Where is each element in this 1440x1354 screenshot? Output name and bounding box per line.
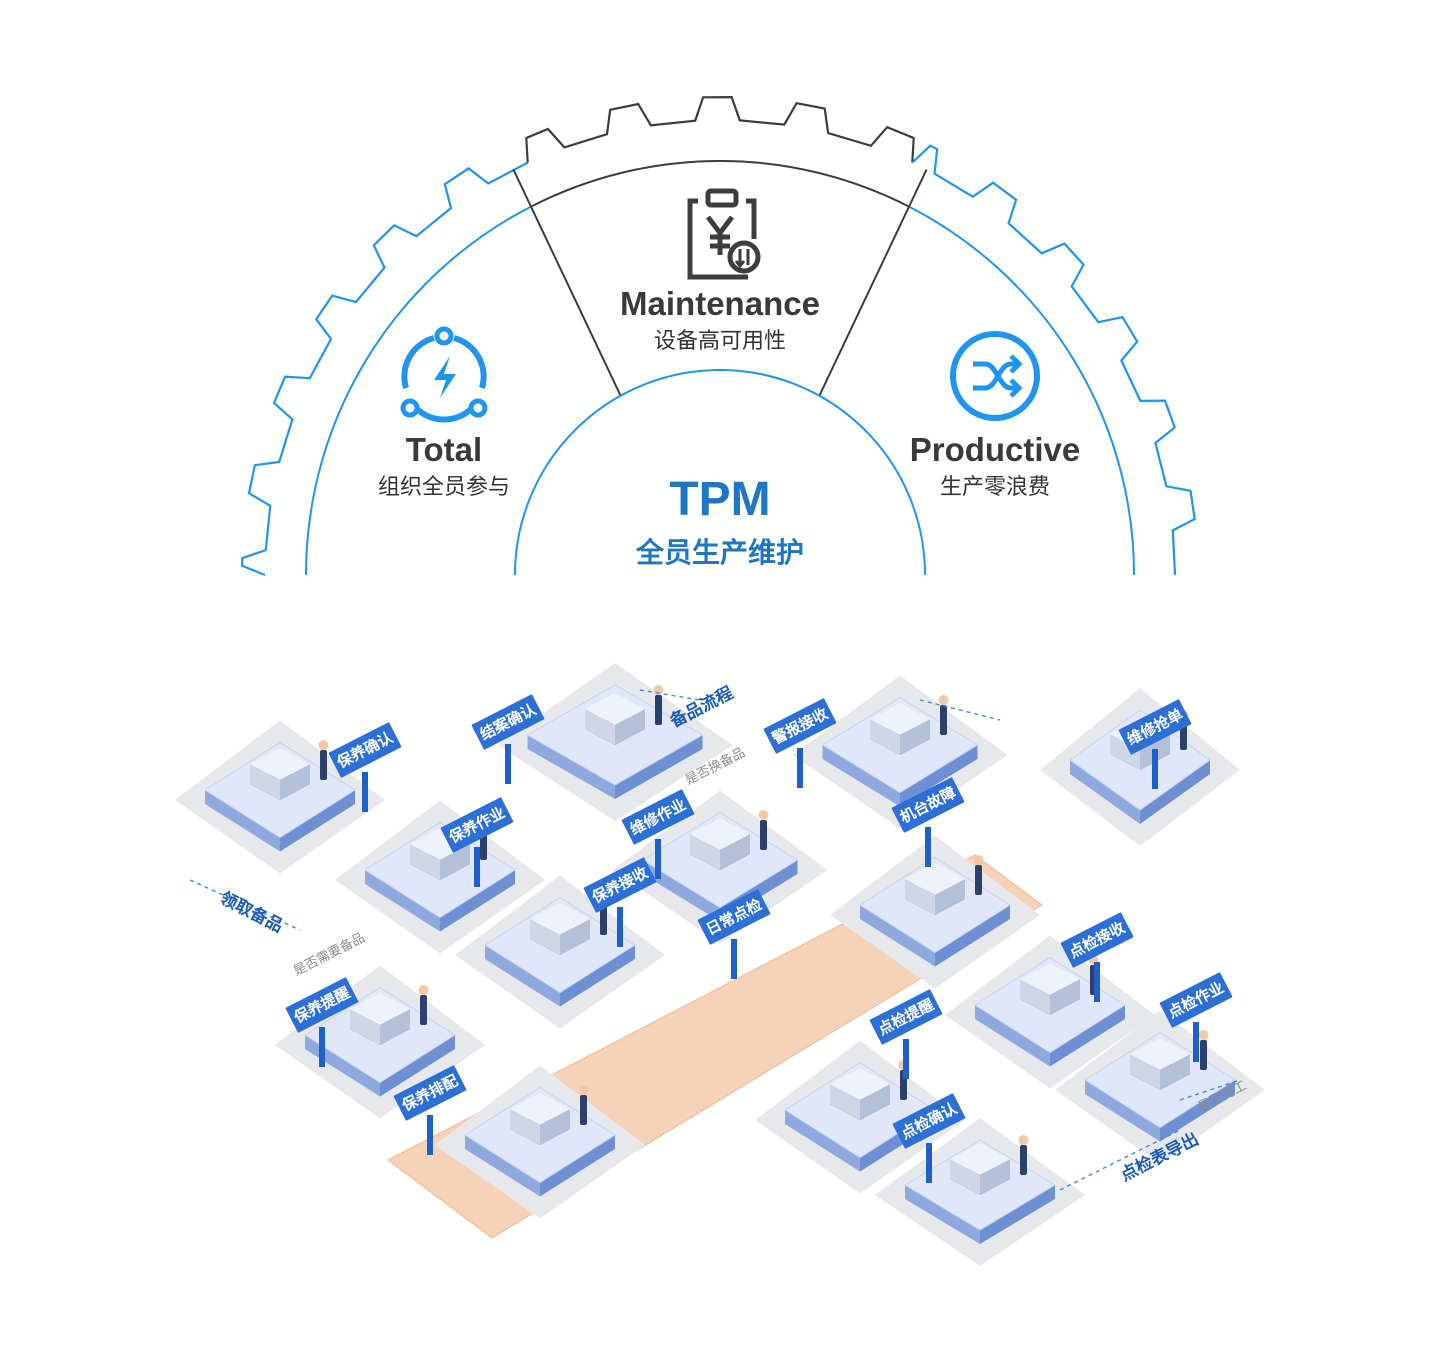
productive-subtitle: 生产零浪费 — [940, 474, 1050, 499]
gear-outline-grey-top — [525, 95, 915, 163]
workstation-platform — [435, 1065, 645, 1219]
workstation-platform — [945, 935, 1155, 1089]
flow-connector — [1059, 1129, 1181, 1191]
shuffle-icon — [950, 331, 1040, 421]
factory-illustration: 保养确认结案确认警报接收维修抢单保养作业维修作业机台故障保养接收日常点检点检接收… — [175, 663, 1265, 1266]
yuan-clipboard-icon — [687, 188, 761, 280]
flow-connector — [639, 689, 701, 701]
tpm-subtitle: 全员生产维护 — [635, 536, 804, 568]
workstation-platform — [455, 875, 665, 1029]
inner-ring-top — [531, 159, 909, 207]
flow-connector — [919, 699, 1001, 721]
workstation-platform — [175, 720, 385, 874]
gear-diagram: Maintenance 设备高可用性 Total 组织全员参与 Producti… — [240, 95, 1196, 577]
maintenance-title: Maintenance — [620, 285, 820, 322]
flow-connector — [1179, 1079, 1241, 1101]
station-sign: 警报接收 — [763, 698, 837, 788]
workstation-platform — [875, 1118, 1085, 1266]
gear-outline-blue-left — [240, 161, 529, 577]
maintenance-subtitle: 设备高可用性 — [654, 328, 786, 353]
total-subtitle: 组织全员参与 — [378, 474, 510, 499]
inner-ring-right — [907, 205, 1135, 576]
sector-divider-right — [818, 169, 928, 397]
total-title: Total — [406, 431, 482, 468]
gear-outline-blue-right — [911, 144, 1196, 576]
workstation-platforms — [175, 663, 1265, 1266]
flow-connectors — [189, 689, 1241, 1191]
station-sign: 维修作业 — [621, 789, 695, 879]
svg-text:是否需要备品: 是否需要备品 — [291, 930, 367, 979]
center-hub-arc — [514, 369, 926, 576]
svg-text:领取备品: 领取备品 — [217, 887, 287, 936]
inner-ring-left — [305, 205, 533, 576]
productive-title: Productive — [910, 431, 1081, 468]
workstation-platform — [497, 663, 733, 821]
tpm-title: TPM — [669, 473, 770, 526]
workstation-platform — [612, 790, 828, 944]
workstation-platform — [335, 800, 545, 954]
workstation-platform — [1055, 1010, 1265, 1164]
note-need-parts: 是否需要备品 — [291, 930, 367, 979]
workstation-platform — [830, 835, 1040, 989]
workstation-platform — [1040, 688, 1240, 846]
flow-label-get-parts: 领取备品 — [217, 887, 287, 936]
sector-divider-left — [512, 169, 622, 397]
energy-cycle-icon — [400, 326, 488, 423]
